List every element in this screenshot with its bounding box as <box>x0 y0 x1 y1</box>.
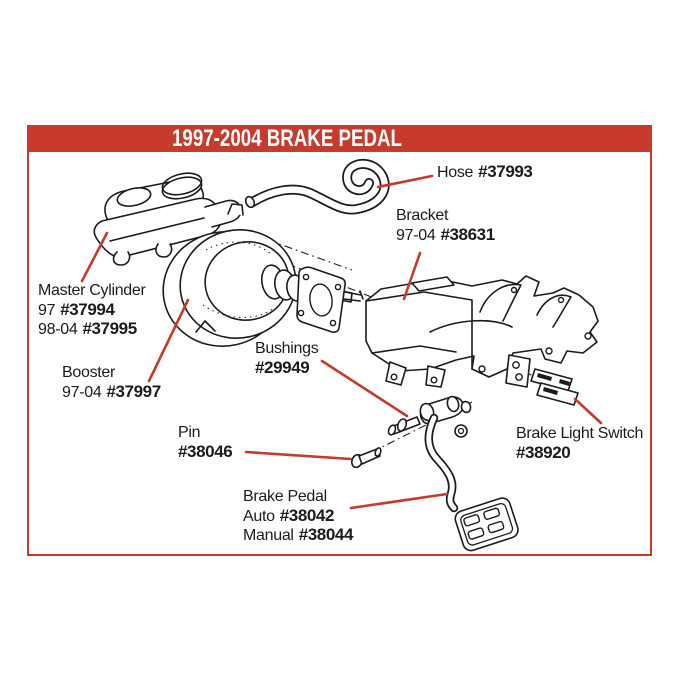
master-cylinder-part-97: #37994 <box>60 299 115 319</box>
bracket-label: Bracket <box>396 207 449 224</box>
master-cylinder-years-97: 97 <box>38 301 56 319</box>
diagram-title: 1997-2004 BRAKE PEDAL <box>172 125 402 152</box>
pin-label: Pin <box>178 424 201 441</box>
bracket-part-number: #38631 <box>440 224 495 244</box>
brake-pedal-auto-label: Auto <box>243 507 275 525</box>
master-cylinder-years-98-04: 98-04 <box>38 321 78 338</box>
brake-pedal-manual-part: #38044 <box>298 525 354 544</box>
brake-light-switch-part-number: #38920 <box>516 442 571 462</box>
callout-booster: Booster 97-04#37997 <box>62 364 161 402</box>
bushings-part-number: #29949 <box>255 357 310 377</box>
callout-brake-light-switch: Brake Light Switch #38920 <box>516 425 643 463</box>
brake-pedal-auto-part: #38042 <box>279 505 335 525</box>
hose-part-number: #37993 <box>478 162 533 181</box>
bushings-label: Bushings <box>255 340 319 357</box>
callout-hose: Hose#37993 <box>437 162 533 183</box>
booster-label: Booster <box>62 364 116 381</box>
callout-bushings: Bushings #29949 <box>255 340 319 378</box>
bracket-years: 97-04 <box>396 226 436 244</box>
master-cylinder-label: Master Cylinder <box>38 282 146 299</box>
callout-bracket: Bracket 97-04#38631 <box>396 207 495 245</box>
brake-light-switch-label: Brake Light Switch <box>516 425 644 442</box>
callout-master-cylinder: Master Cylinder 97#37994 98-04#37995 <box>38 282 146 340</box>
booster-years: 97-04 <box>62 383 102 401</box>
master-cylinder-part-98-04: #37995 <box>82 319 137 338</box>
booster-part-number: #37997 <box>106 381 161 401</box>
pin-part-number: #38046 <box>178 441 233 461</box>
callout-pin: Pin #38046 <box>178 424 233 462</box>
brake-pedal-manual-label: Manual <box>243 527 294 544</box>
title-banner: 1997-2004 BRAKE PEDAL <box>27 125 652 152</box>
brake-pedal-label: Brake Pedal <box>243 488 327 505</box>
callout-brake-pedal: Brake Pedal Auto#38042 Manual#38044 <box>243 488 353 546</box>
hose-label: Hose <box>437 164 474 181</box>
